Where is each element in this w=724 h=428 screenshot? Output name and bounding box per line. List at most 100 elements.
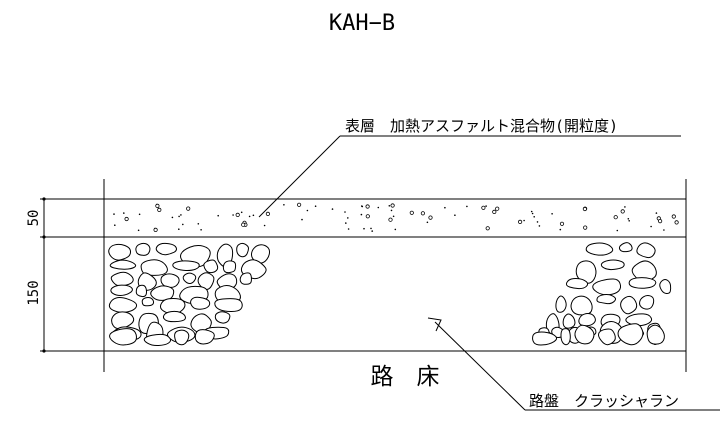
aggregate-stone (578, 313, 596, 327)
asphalt-speck (517, 219, 523, 224)
surface-thickness-label: 50 (26, 210, 42, 227)
asphalt-speck (137, 229, 140, 232)
asphalt-speck (180, 214, 182, 216)
asphalt-speck (485, 226, 490, 231)
subgrade-label: 路 床 (371, 364, 440, 390)
aggregate-stone (570, 295, 593, 316)
asphalt-speck (616, 229, 619, 232)
aggregate-cluster-right (532, 242, 672, 346)
asphalt-speck (301, 218, 303, 221)
asphalt-speck (186, 206, 191, 211)
aggregate-stone (592, 278, 622, 296)
asphalt-speck (113, 213, 115, 215)
asphalt-speck (523, 219, 525, 222)
asphalt-speck (674, 220, 679, 225)
asphalt-speck (241, 222, 246, 227)
aggregate-stone (160, 273, 180, 288)
asphalt-speck (232, 214, 234, 216)
aggregate-cluster-left (108, 242, 271, 347)
asphalt-speck (314, 205, 317, 207)
asphalt-speck (347, 228, 350, 230)
asphalt-speck (178, 228, 180, 230)
base-leader-arrow (427, 317, 442, 332)
aggregate-stone (636, 242, 656, 259)
asphalt-speck (650, 225, 652, 228)
asphalt-speck (344, 211, 346, 213)
asphalt-speck (155, 203, 160, 208)
asphalt-speck (240, 211, 243, 214)
asphalt-speck (388, 205, 391, 207)
aggregate-stone (172, 260, 200, 272)
asphalt-speck (361, 205, 363, 207)
asphalt-speck (365, 214, 370, 219)
asphalt-speck (153, 227, 158, 232)
aggregate-stone (190, 296, 211, 310)
aggregate-stone (596, 293, 617, 305)
asphalt-speck (265, 211, 270, 216)
aggregate-stone (659, 279, 672, 295)
asphalt-speck (485, 205, 487, 207)
aggregate-stone (108, 297, 138, 313)
aggregate-stone (141, 296, 155, 307)
aggregate-stone (250, 244, 271, 264)
asphalt-speck (347, 217, 349, 219)
diagram-title: KAH−B (329, 11, 395, 36)
aggregate-stone (135, 242, 151, 256)
asphalt-speck (533, 216, 535, 218)
asphalt-speck (200, 229, 202, 231)
aggregate-stone (194, 329, 215, 345)
surface-layer-label: 表層 加熱アスファルト混合物(開粒度) (345, 117, 618, 135)
asphalt-speck (624, 206, 626, 208)
aggregate-stone (214, 298, 243, 313)
asphalt-speck (178, 215, 180, 218)
aggregate-stone (109, 328, 137, 346)
asphalt-speck (663, 229, 665, 231)
aggregate-stone (532, 331, 558, 346)
aggregate-stone (574, 324, 595, 345)
asphalt-speck (394, 228, 397, 231)
dim-dot-mid (42, 235, 46, 239)
asphalt-speck (466, 205, 468, 208)
asphalt-speck (306, 209, 309, 212)
asphalt-speck (627, 218, 630, 220)
base-thickness-label: 150 (26, 280, 42, 305)
aggregate-stone (162, 310, 186, 323)
aggregate-stone (639, 295, 655, 310)
asphalt-speck (363, 227, 365, 230)
asphalt-speck (390, 209, 393, 212)
asphalt-speck (538, 225, 541, 227)
asphalt-speck (559, 228, 562, 231)
aggregate-stone (110, 271, 134, 287)
asphalt-speck (559, 221, 565, 226)
aggregate-stone (646, 324, 665, 345)
dim-dot-top (42, 197, 46, 201)
aggregate-stone (109, 259, 137, 270)
asphalt-speck (377, 206, 380, 209)
aggregate-stone (182, 272, 197, 285)
aggregate-stone (620, 295, 638, 315)
asphalt-speck (655, 212, 658, 214)
asphalt-speck (409, 210, 414, 215)
aggregate-stone (214, 311, 231, 324)
asphalt-speck (263, 224, 266, 227)
aggregate-stone (135, 284, 148, 298)
aggregate-stone (585, 242, 614, 256)
asphalt-speck (426, 221, 429, 224)
asphalt-speck (138, 213, 141, 216)
aggregate-stone (562, 313, 576, 329)
base-leader-line (434, 321, 526, 411)
aggregate-stone (174, 329, 190, 346)
asphalt-speck (124, 216, 129, 222)
asphalt-speck (371, 230, 374, 232)
asphalt-speck (671, 214, 676, 219)
aggregate-stone (143, 333, 172, 347)
asphalt-speck (657, 219, 663, 224)
aggregate-stone (236, 242, 250, 258)
aggregate-stone (155, 242, 177, 256)
asphalt-speck (628, 220, 630, 222)
aggregate-stone (239, 272, 252, 285)
aggregate-stone (222, 260, 237, 274)
asphalt-speck (182, 223, 184, 226)
aggregate-stone (565, 277, 589, 290)
aggregate-stone (159, 298, 186, 315)
